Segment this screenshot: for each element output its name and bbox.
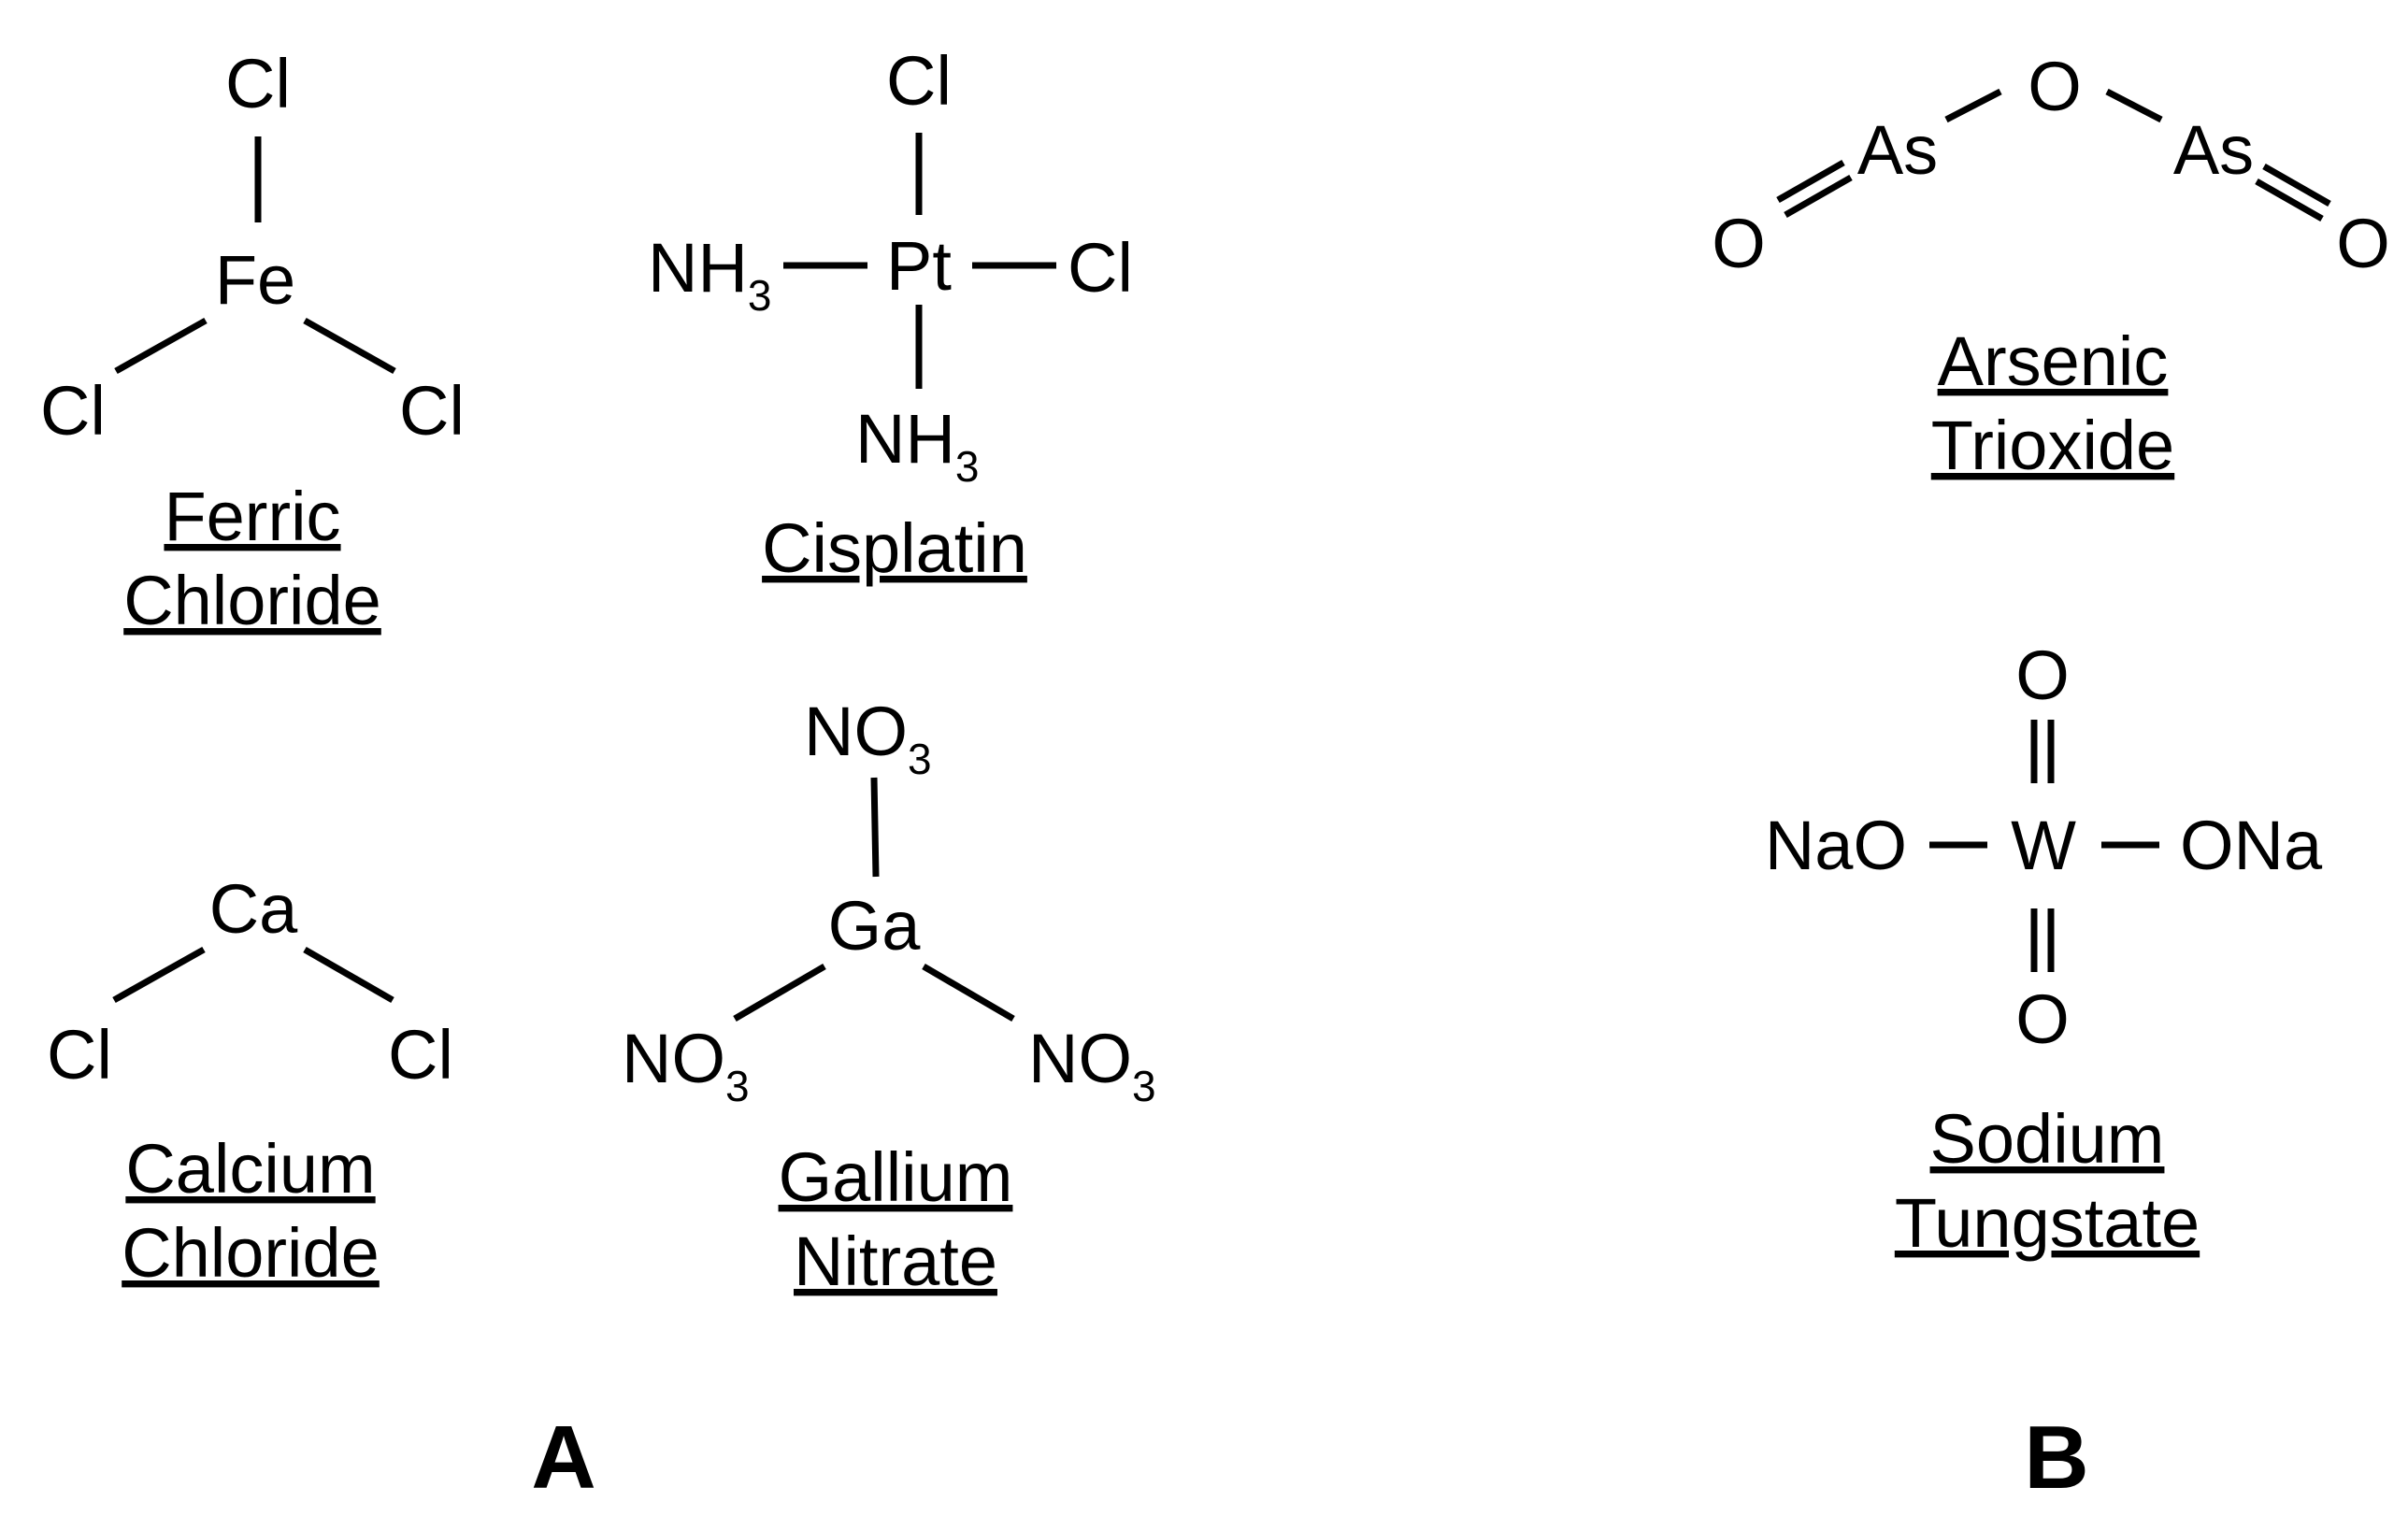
as-o-bridge-right-bond	[2105, 88, 2163, 123]
gallium-ga-center: Ga	[828, 887, 922, 965]
tungstate-ona-right: ONa	[2180, 807, 2323, 884]
arsenic-trioxide-structure: O As As O O Arsenic Trioxide	[1712, 48, 2390, 484]
calcium-chloride-structure: Ca Cl Cl Calcium Chloride	[47, 870, 453, 1292]
gallium-nitrate-name-line2: Nitrate	[794, 1223, 997, 1300]
ferric-chloride-name-line1: Ferric	[164, 478, 340, 555]
cisplatin-cl-right: Cl	[1068, 229, 1133, 307]
tungstate-o-top: O	[2015, 636, 2070, 714]
ga-no3-top-bond	[870, 777, 880, 878]
calcium-cl-right: Cl	[388, 1016, 453, 1094]
fe-cl-left-bond	[114, 317, 208, 375]
arsenic-o-bridge: O	[2028, 48, 2082, 125]
panel-a: Cl Fe Cl Cl Ferric Chloride Cl Pt Cl NH3…	[40, 42, 1156, 1508]
ga-no3-right-bond	[922, 963, 1015, 1022]
cisplatin-nh3-bottom: NH3	[855, 400, 979, 491]
ga-no3-left-bond	[733, 963, 826, 1022]
as-o-right-double-bond-2	[2255, 178, 2324, 222]
calcium-ca-center: Ca	[209, 870, 298, 948]
arsenic-as-left: As	[1857, 111, 1938, 189]
arsenic-o-left: O	[1712, 205, 1766, 282]
ca-cl-right-bond	[303, 946, 394, 1004]
gallium-nitrate-structure: NO3 Ga NO3 NO3 Gallium Nitrate	[622, 693, 1156, 1300]
cisplatin-nh3-left: NH3	[648, 229, 771, 320]
tungstate-w-center: W	[2011, 807, 2076, 884]
gallium-no3-right: NO3	[1028, 1020, 1156, 1110]
gallium-no3-left: NO3	[622, 1020, 750, 1110]
panel-a-label: A	[531, 1408, 595, 1508]
sodium-tungstate-name-line2: Tungstate	[1895, 1184, 2200, 1262]
sodium-tungstate-structure: O W O NaO ONa Sodium Tungstate	[1765, 636, 2323, 1262]
arsenic-o-right: O	[2336, 205, 2390, 282]
arsenic-trioxide-name-line2: Trioxide	[1931, 407, 2174, 484]
gallium-no3-top: NO3	[804, 693, 932, 783]
as-o-bridge-left-bond	[1944, 88, 2002, 123]
ferric-cl-top: Cl	[225, 45, 291, 122]
calcium-chloride-name-line1: Calcium	[125, 1130, 375, 1208]
as-o-left-double-bond-2	[1784, 174, 1853, 219]
ferric-cl-left: Cl	[40, 372, 106, 450]
calcium-cl-left: Cl	[47, 1016, 112, 1094]
ferric-chloride-structure: Cl Fe Cl Cl Ferric Chloride	[40, 45, 465, 639]
ferric-cl-right: Cl	[399, 372, 465, 450]
cisplatin-cl-top: Cl	[886, 42, 952, 120]
cisplatin-structure: Cl Pt Cl NH3 NH3 Cisplatin	[648, 42, 1133, 587]
cisplatin-name: Cisplatin	[762, 509, 1027, 587]
gallium-nitrate-name-line1: Gallium	[779, 1138, 1013, 1216]
as-o-left-double-bond-1	[1776, 159, 1845, 204]
calcium-chloride-name-line2: Chloride	[122, 1214, 380, 1292]
tungstate-o-bottom: O	[2015, 980, 2070, 1058]
panel-b-label: B	[2024, 1408, 2088, 1508]
cisplatin-pt-center: Pt	[886, 227, 952, 305]
ferric-chloride-name-line2: Chloride	[123, 562, 381, 639]
ca-cl-left-bond	[112, 946, 206, 1004]
sodium-tungstate-name-line1: Sodium	[1930, 1100, 2165, 1178]
arsenic-trioxide-name-line1: Arsenic	[1938, 322, 2169, 400]
as-o-right-double-bond-1	[2262, 163, 2331, 207]
panel-b: O As As O O Arsenic Trioxide O W O NaO O…	[1712, 48, 2390, 1508]
tungstate-nao-left: NaO	[1765, 807, 1907, 884]
ferric-fe-center: Fe	[215, 241, 295, 319]
arsenic-as-right: As	[2173, 111, 2254, 189]
fe-cl-right-bond	[303, 317, 396, 375]
